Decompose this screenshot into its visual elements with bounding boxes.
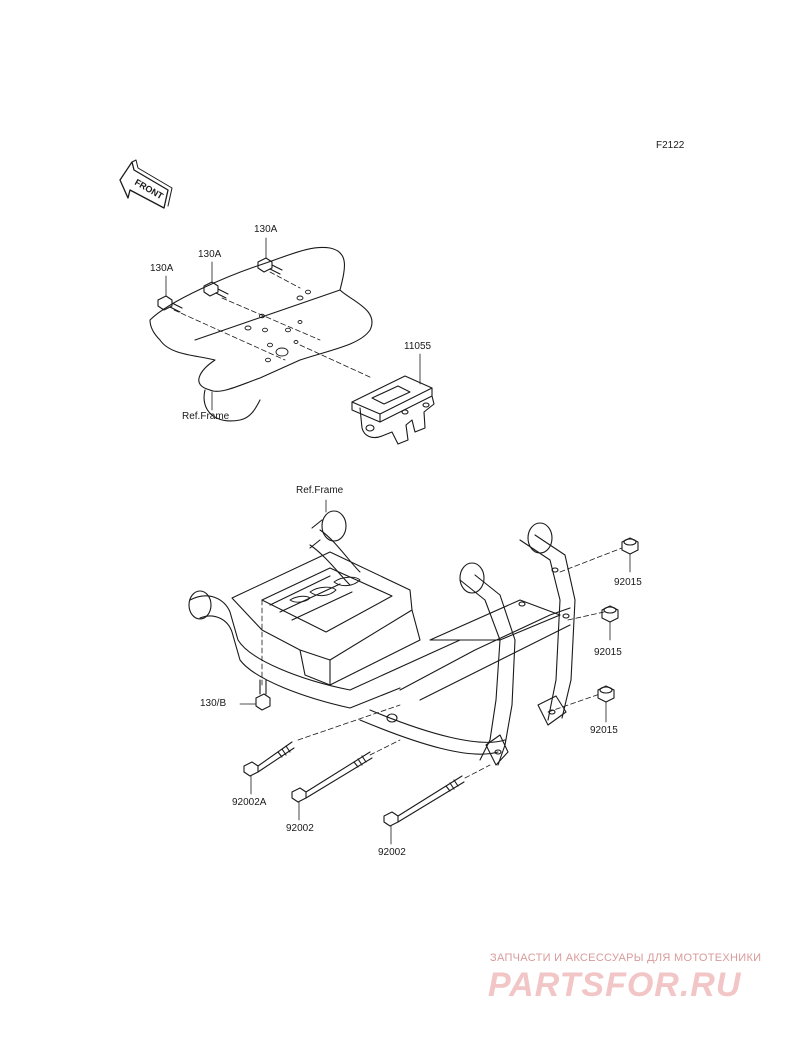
label-11055[interactable]: 11055 <box>404 341 432 352</box>
label-92002-mid[interactable]: 92002 <box>286 823 314 834</box>
label-130a-right[interactable]: 130A <box>254 224 278 235</box>
label-92015-bottom[interactable]: 92015 <box>590 725 618 736</box>
label-92015-top[interactable]: 92015 <box>614 577 642 588</box>
bolt-130b-icon <box>255 679 271 711</box>
bolt-92002-bottom-icon <box>383 775 465 827</box>
lower-assembly <box>188 499 639 845</box>
label-ref-frame-lower: Ref.Frame <box>296 485 344 496</box>
label-92015-mid[interactable]: 92015 <box>594 647 622 658</box>
bolt-92002a-icon <box>243 741 295 777</box>
bolt-92002-mid-icon <box>291 751 373 803</box>
front-arrow-icon: FRONT <box>119 159 173 209</box>
nut-92015-top-icon <box>621 537 639 555</box>
label-130a-left[interactable]: 130A <box>150 263 174 274</box>
label-130a-mid[interactable]: 130A <box>198 249 222 260</box>
label-ref-frame-upper: Ref.Frame <box>182 411 230 422</box>
upper-assembly <box>149 237 435 445</box>
bracket-11055-icon <box>351 375 435 445</box>
nut-92015-bottom-icon <box>597 685 615 703</box>
nut-92015-mid-icon <box>601 605 619 623</box>
bolt-130a-mid-icon <box>203 281 229 299</box>
label-130b[interactable]: 130/B <box>200 698 227 709</box>
bolt-130a-left-icon <box>157 295 183 313</box>
diagram-code: F2122 <box>656 140 685 151</box>
watermark-brand: PARTSFOR.RU <box>488 966 742 1004</box>
label-92002-bottom[interactable]: 92002 <box>378 847 406 858</box>
watermark-subtitle: ЗАПЧАСТИ И АКСЕССУАРЫ ДЛЯ МОТОТЕХНИКИ <box>490 952 762 964</box>
label-92002a[interactable]: 92002A <box>232 797 267 808</box>
